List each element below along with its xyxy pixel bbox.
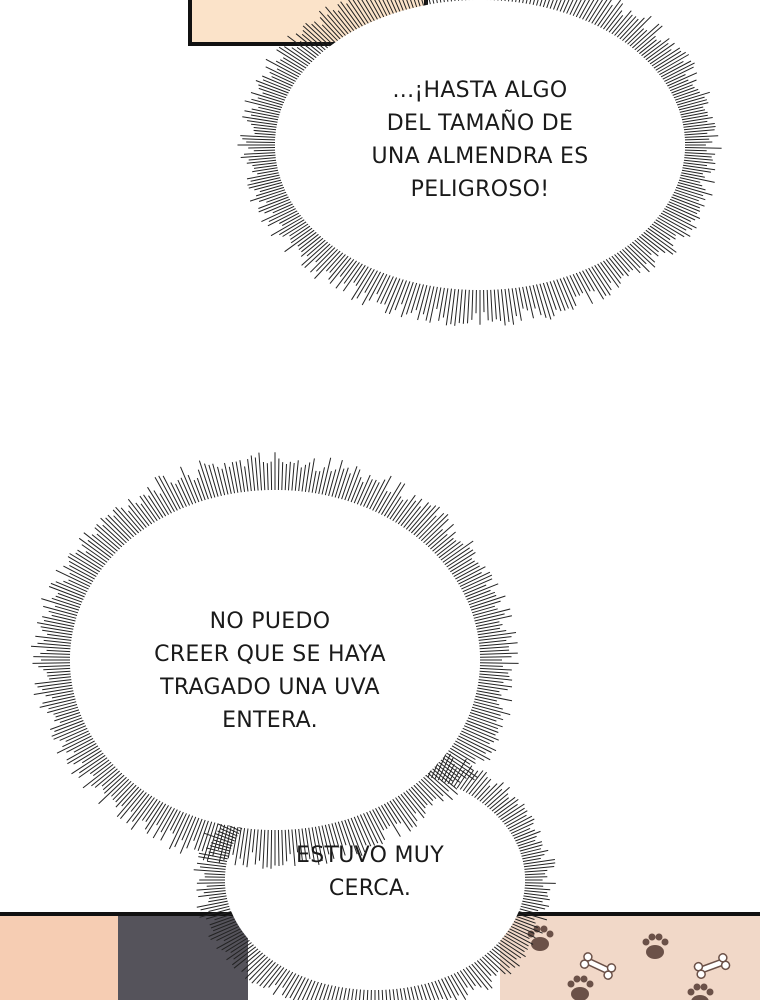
middle-bubble-text: NO PUEDO CREER QUE SE HAYA TRAGADO UNA U… <box>154 609 386 733</box>
bone-icon <box>579 952 617 980</box>
top-speech-bubble <box>237 0 722 326</box>
bottom-panel <box>0 912 760 1000</box>
bubble-spikes <box>237 0 722 326</box>
paw-icon <box>642 933 669 959</box>
bottom-bubble-text: ESTUVO MUY CERCA. <box>296 843 444 901</box>
top-bubble-text: ...¡HASTA ALGO DEL TAMAÑO DE UNA ALMENDR… <box>371 78 589 202</box>
middle-speech-bubble <box>30 452 519 869</box>
dark-clothing <box>118 916 248 1000</box>
paw-icon <box>567 975 594 1000</box>
paw-icon <box>687 983 714 1000</box>
bubble-body <box>70 490 480 830</box>
bone-icon <box>693 953 731 979</box>
bubble-body <box>275 0 685 290</box>
bubble-spikes <box>30 452 519 869</box>
skin-area <box>0 916 130 1000</box>
paw-icon <box>527 925 554 951</box>
paw-print-icons <box>527 925 731 1000</box>
